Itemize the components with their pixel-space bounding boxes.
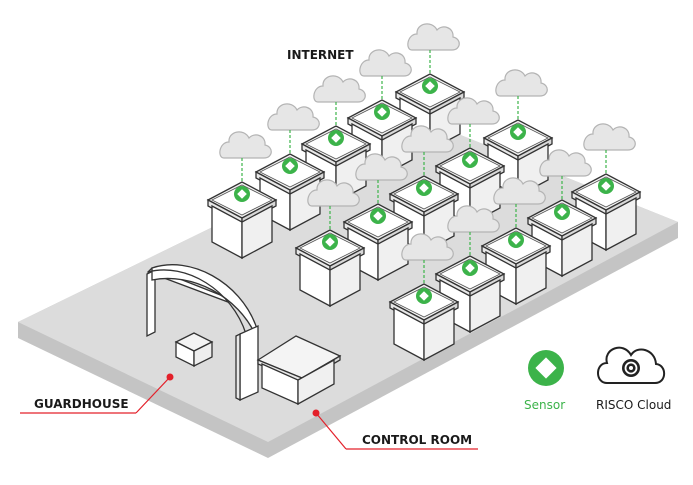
sensor-icon bbox=[554, 204, 570, 220]
internet-label: INTERNET bbox=[287, 48, 354, 62]
sensor-icon bbox=[234, 186, 250, 202]
cloud-icon bbox=[359, 49, 412, 77]
cloud-icon bbox=[267, 103, 320, 131]
sensor-icon bbox=[462, 152, 478, 168]
cloud-legend-label: RISCO Cloud bbox=[596, 398, 672, 412]
cloud-icon bbox=[495, 69, 548, 97]
sensor-icon bbox=[598, 178, 614, 194]
sensor-icon bbox=[416, 288, 432, 304]
building bbox=[435, 205, 505, 333]
sensor-icon bbox=[416, 180, 432, 196]
guardhouse-pointer bbox=[20, 373, 174, 414]
building bbox=[481, 177, 551, 305]
guardhouse bbox=[146, 264, 259, 402]
control-room-label: CONTROL ROOM bbox=[362, 433, 473, 447]
cloud-icon bbox=[219, 131, 272, 159]
building bbox=[435, 97, 505, 225]
sensor-icon bbox=[374, 104, 390, 120]
sensor-icon bbox=[508, 232, 524, 248]
building bbox=[295, 179, 365, 307]
building bbox=[301, 75, 371, 203]
building bbox=[207, 131, 277, 259]
sensor-icon bbox=[510, 124, 526, 140]
guardhouse-label: GUARDHOUSE bbox=[34, 397, 129, 411]
building bbox=[389, 125, 459, 253]
sensor-icon bbox=[328, 130, 344, 146]
cloud-icon bbox=[597, 346, 666, 384]
sensor-icon bbox=[370, 208, 386, 224]
cloud-icon bbox=[407, 23, 460, 51]
control-room-pointer bbox=[312, 409, 478, 450]
cloud-icon bbox=[583, 123, 636, 151]
sensor-icon bbox=[462, 260, 478, 276]
sensor-icon bbox=[528, 350, 564, 386]
building bbox=[571, 123, 641, 251]
sensor-icon bbox=[282, 158, 298, 174]
building bbox=[389, 233, 459, 361]
building bbox=[395, 23, 465, 151]
sensor-legend-label: Sensor bbox=[524, 398, 566, 412]
building bbox=[527, 149, 597, 277]
building-grid bbox=[207, 23, 641, 361]
control-room bbox=[256, 335, 342, 406]
building bbox=[347, 49, 417, 177]
sensor-icon bbox=[422, 78, 438, 94]
building bbox=[343, 153, 413, 281]
cloud-icon bbox=[313, 75, 366, 103]
building bbox=[483, 69, 553, 197]
building bbox=[255, 103, 325, 231]
sensor-icon bbox=[322, 234, 338, 250]
